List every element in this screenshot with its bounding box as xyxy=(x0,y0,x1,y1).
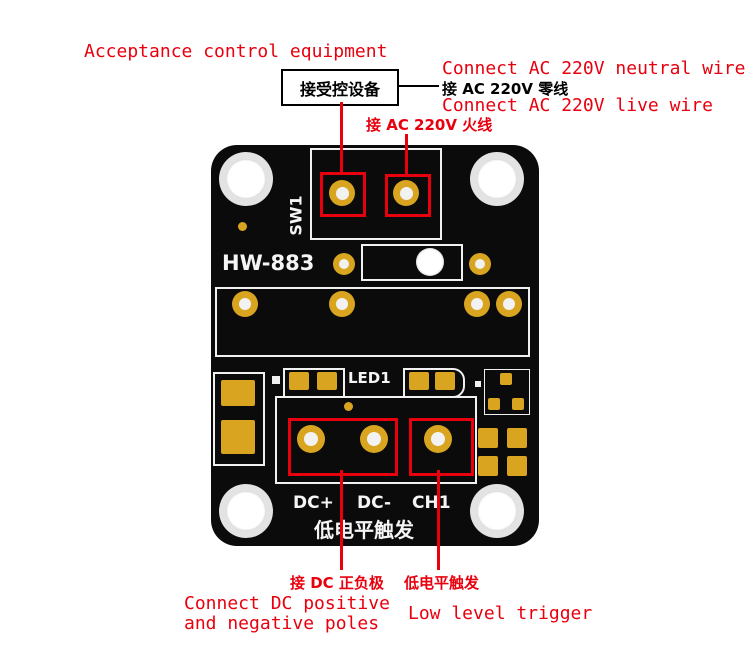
live-wire-chinese-label: 接 AC 220V 火线 xyxy=(366,116,493,134)
neutral-terminal-highlight xyxy=(320,172,366,217)
relay-module-board xyxy=(211,145,539,546)
input-terminal-outline xyxy=(275,396,477,484)
right-smd-pad-2 xyxy=(507,428,527,448)
dc-english-label-line2: and negative poles xyxy=(184,613,380,634)
smd-pad-top xyxy=(221,380,255,406)
dc-english-label-line1: Connect DC positive xyxy=(184,593,390,614)
transistor-pad-left xyxy=(488,398,500,410)
transistor-outline xyxy=(484,369,530,415)
controlled-device-box-text: 接受控设备 xyxy=(299,79,380,99)
relay-pad-2 xyxy=(329,291,355,317)
input-via xyxy=(344,402,353,411)
optocoupler-hole xyxy=(416,248,444,276)
dc-plus-pad xyxy=(297,425,325,453)
trigger-english-label: Low level trigger xyxy=(408,603,593,624)
transistor-marker xyxy=(475,381,481,387)
trigger-chinese-label: 低电平触发 xyxy=(404,574,480,592)
right-smd-pad-4 xyxy=(507,456,527,476)
relay-pad-4 xyxy=(496,291,522,317)
model-pad xyxy=(333,253,355,275)
model-label: HW-883 xyxy=(222,251,315,275)
mounting-hole-bottom-left xyxy=(219,484,273,538)
acceptance-english-label: Acceptance control equipment xyxy=(84,41,388,62)
led-label: LED1 xyxy=(348,369,391,387)
relay-outline xyxy=(215,287,530,357)
neutral-wire-chinese-label: 接 AC 220V 零线 xyxy=(442,80,569,98)
right-smd-pad-3 xyxy=(478,456,498,476)
small-via xyxy=(238,222,247,231)
live-wire-english-label: Connect AC 220V live wire xyxy=(442,95,713,116)
side-pad xyxy=(469,253,491,275)
dc-power-highlight xyxy=(288,418,398,476)
transistor-pad-top xyxy=(500,373,512,385)
output-terminal-outline xyxy=(310,148,442,240)
smd-component-outline xyxy=(213,372,265,466)
dc-leader-line xyxy=(340,470,343,570)
dc-minus-label: DC- xyxy=(357,493,392,513)
mounting-hole-top-left xyxy=(219,152,273,206)
led-resistor-pad-1 xyxy=(289,372,309,390)
controlled-device-box: 接受控设备 xyxy=(281,69,399,106)
led-pad-1 xyxy=(409,372,429,390)
mounting-hole-top-right xyxy=(470,152,524,206)
trigger-input-highlight xyxy=(409,418,474,476)
right-smd-pad-1 xyxy=(478,428,498,448)
neutral-leader-line xyxy=(340,102,343,174)
ch1-pad xyxy=(424,425,452,453)
switch-label: SW1 xyxy=(286,195,306,236)
led-resistor-pad-2 xyxy=(317,372,337,390)
dc-minus-pad xyxy=(360,425,388,453)
transistor-pad-right xyxy=(512,398,524,410)
ch1-label: CH1 xyxy=(412,493,451,513)
dc-plus-label: DC+ xyxy=(293,493,334,513)
board-trigger-label: 低电平触发 xyxy=(314,518,414,542)
output-pad-1 xyxy=(329,180,355,206)
live-leader-line xyxy=(405,134,408,176)
box-connector-line xyxy=(397,85,439,87)
relay-pad-3 xyxy=(464,291,490,317)
smd-pad-bottom xyxy=(221,420,255,454)
trigger-leader-line xyxy=(437,470,440,570)
dc-chinese-label: 接 DC 正负极 xyxy=(290,574,384,592)
mounting-hole-bottom-right xyxy=(470,484,524,538)
led-marker xyxy=(272,376,280,384)
relay-pad-1 xyxy=(232,291,258,317)
led-pad-2 xyxy=(435,372,455,390)
live-terminal-highlight xyxy=(385,174,431,217)
neutral-wire-english-label: Connect AC 220V neutral wire xyxy=(442,58,746,79)
output-pad-2 xyxy=(393,180,419,206)
optocoupler-outline xyxy=(361,244,463,281)
